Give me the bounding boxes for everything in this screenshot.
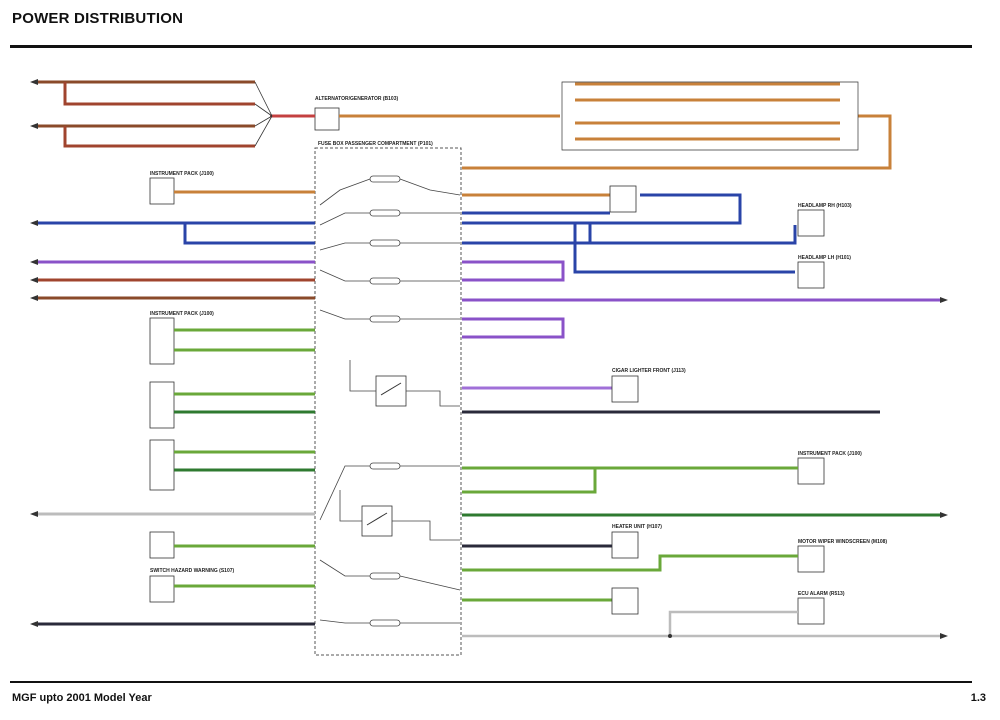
instrument-pack-3-label: INSTRUMENT PACK (J100) — [798, 451, 862, 457]
heater-unit-box — [611, 531, 639, 559]
alternator-box — [314, 107, 340, 131]
header-rule — [10, 45, 972, 48]
headlamp-lh-box — [797, 261, 825, 289]
hazard-switch-box — [149, 575, 175, 603]
fuse-box-label: FUSE BOX PASSENGER COMPARTMENT (P101) — [318, 141, 433, 147]
direction-box — [149, 439, 175, 491]
page-title: POWER DISTRIBUTION — [12, 10, 184, 27]
alarm-box — [797, 597, 825, 625]
instrument-pack-1-box — [149, 177, 175, 205]
cigar-lighter-label: CIGAR LIGHTER FRONT (J113) — [612, 368, 686, 374]
headlamp-rh-label: HEADLAMP RH (H103) — [798, 203, 852, 209]
footer-page-number: 1.3 — [970, 692, 986, 704]
anti-alarm-label: ECU ALARM (R513) — [798, 591, 845, 597]
footer-model: MGF upto 2001 Model Year — [12, 692, 152, 704]
alternator-label: ALTERNATOR/GENERATOR (B103) — [315, 96, 398, 102]
headlamp-rh-box — [797, 209, 825, 237]
heater-box-a — [149, 381, 175, 429]
relay-2 — [361, 505, 393, 537]
cigar-lighter-box — [611, 375, 639, 403]
header-cons-box — [149, 531, 175, 559]
dim-relay-box — [609, 185, 637, 213]
hazard-switch-label: SWITCH HAZARD WARNING (S107) — [150, 568, 235, 574]
instrument-pack-2-label: INSTRUMENT PACK (J100) — [150, 311, 214, 317]
fuse-box-outline — [314, 147, 462, 656]
heater-unit-label: HEATER UNIT (H107) — [612, 524, 662, 530]
instrument-pack-1-label: INSTRUMENT PACK (J100) — [150, 171, 214, 177]
headlamp-lh-label: HEADLAMP LH (H101) — [798, 255, 851, 261]
motor-wiper-box — [797, 545, 825, 573]
wiper-switch-box — [611, 587, 639, 615]
relay-1 — [375, 375, 407, 407]
instrument-pack-2-box — [149, 317, 175, 365]
motor-wiper-label: MOTOR WIPER WINDSCREEN (M108) — [798, 539, 887, 545]
instrument-pack-3-box — [797, 457, 825, 485]
footer-rule — [10, 681, 972, 683]
